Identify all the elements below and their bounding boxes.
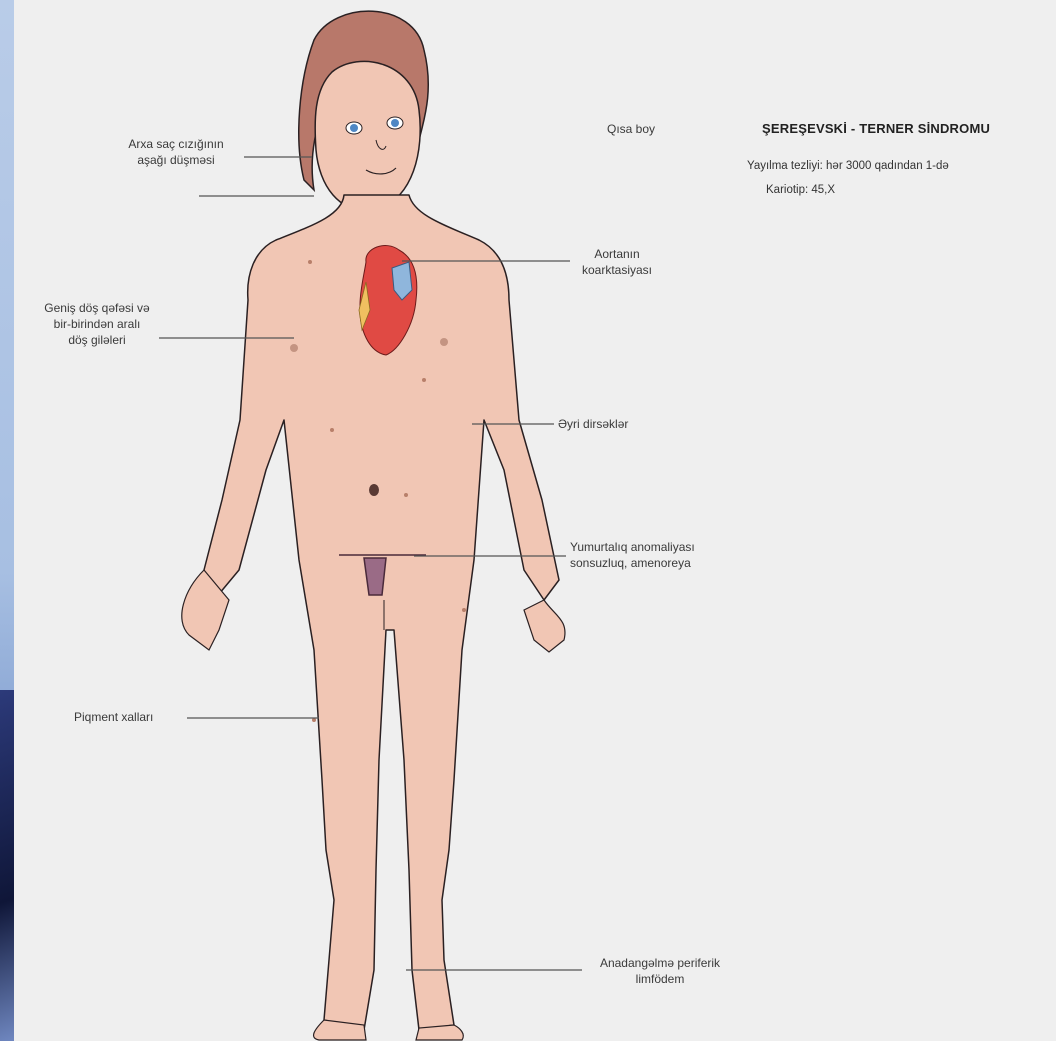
hairline-label: Arxa saç cızığının aşağı düşməsi bbox=[106, 136, 246, 168]
ovary-label: Yumurtalıq anomaliyası sonsuzluq, amenor… bbox=[570, 539, 695, 571]
navel bbox=[369, 484, 379, 496]
right-nipple bbox=[440, 338, 448, 346]
lymphedema-label-line2: limfödem bbox=[580, 971, 740, 987]
chest-label-line3: döş giləleri bbox=[22, 332, 172, 348]
left-decorative-stripe bbox=[0, 690, 14, 1041]
chest-label: Geniş döş qəfəsi və bir-birindən aralı d… bbox=[22, 300, 172, 348]
head bbox=[315, 61, 420, 210]
hairline-label-line2: aşağı düşməsi bbox=[106, 152, 246, 168]
chest-label-line2: bir-birindən aralı bbox=[22, 316, 172, 332]
lymphedema-label-line1: Anadangəlmə periferik bbox=[580, 955, 740, 971]
ovary-label-line2: sonsuzluq, amenoreya bbox=[570, 555, 695, 571]
karyotype-text: Kariotip: 45,X bbox=[766, 184, 835, 196]
short-stature-label: Qısa boy bbox=[607, 121, 655, 137]
pigment-label: Piqment xalları bbox=[74, 709, 153, 725]
ovary-label-line1: Yumurtalıq anomaliyası bbox=[570, 539, 695, 555]
hairline-label-line1: Arxa saç cızığının bbox=[106, 136, 246, 152]
diagram-canvas: Qısa boy ŞEREŞEVSKİ - TERNER SİNDROMU Ya… bbox=[14, 0, 1056, 1041]
prevalence-text: Yayılma tezliyi: hər 3000 qadından 1-də bbox=[747, 160, 949, 172]
page-title: ŞEREŞEVSKİ - TERNER SİNDROMU bbox=[762, 121, 990, 136]
right-foot bbox=[416, 1025, 463, 1040]
aorta-label-line2: koarktasiyası bbox=[562, 262, 672, 278]
aorta-label-line1: Aortanın bbox=[562, 246, 672, 262]
chest-label-line1: Geniş döş qəfəsi və bbox=[22, 300, 172, 316]
right-hand bbox=[524, 600, 565, 652]
left-nipple bbox=[290, 344, 298, 352]
aorta-label: Aortanın koarktasiyası bbox=[562, 246, 672, 278]
lymphedema-label: Anadangəlmə periferik limfödem bbox=[580, 955, 740, 987]
elbow-label: Əyri dirsəklər bbox=[558, 416, 628, 432]
